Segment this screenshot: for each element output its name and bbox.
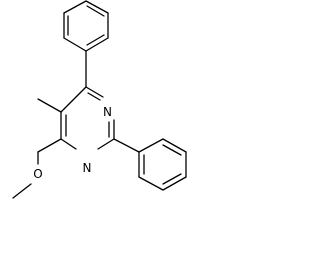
atom-o-label: O (33, 167, 42, 181)
bond-methyl (37, 98, 62, 113)
atom-n3-label: N (83, 161, 92, 175)
pyrimidine-ring (60, 86, 115, 150)
bond-c2-phenyl (113, 138, 140, 153)
atom-n1-label: N (103, 105, 112, 119)
chemical-structure: N N O (12, 0, 187, 199)
methoxy-group: O (12, 138, 62, 199)
phenyl-ring-bottom (138, 138, 187, 191)
phenyl-ring-top (63, 0, 109, 52)
atom-n1: N (103, 105, 112, 119)
atom-n3: N (83, 161, 92, 175)
